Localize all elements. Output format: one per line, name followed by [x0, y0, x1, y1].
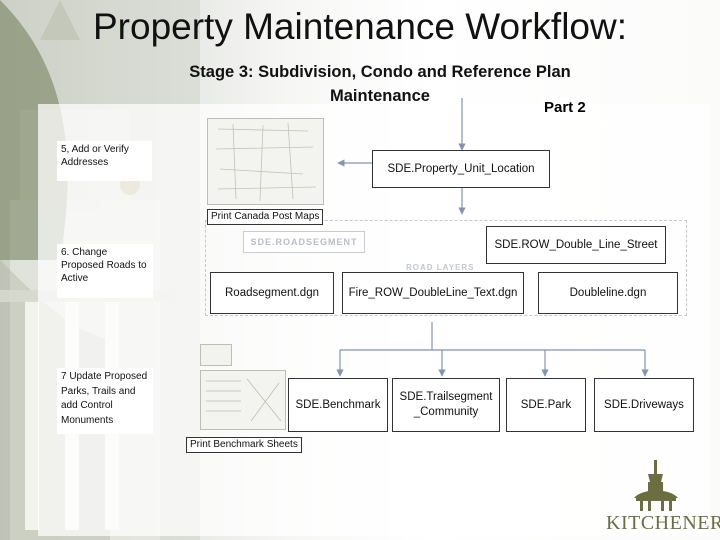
roadsegment-dgn-node: Roadsegment.dgn — [210, 272, 334, 314]
benchmark-small-thumbnail — [200, 344, 232, 366]
sde-benchmark-node: SDE.Benchmark — [288, 378, 388, 432]
sde-roadsegment-label: SDE.ROADSEGMENT — [243, 231, 365, 253]
step-6-label: 6. Change Proposed Roads to Active — [57, 244, 153, 298]
kitchener-city-hall-logo-icon — [634, 460, 678, 511]
benchmark-sheets-caption: Print Benchmark Sheets — [186, 437, 302, 453]
sde-park-node: SDE.Park — [506, 378, 586, 432]
fire-row-doubleline-text-dgn-node: Fire_ROW_DoubleLine_Text.dgn — [342, 272, 524, 314]
road-layers-group — [205, 220, 687, 316]
page-subtitle: Stage 3: Subdivision, Condo and Referenc… — [189, 63, 571, 105]
step-5-label: 5, Add or Verify Addresses — [57, 141, 152, 181]
page-title: Property Maintenance Workflow: — [93, 6, 627, 47]
kitchener-logo-text: KITCHENER — [606, 512, 720, 534]
sde-property-unit-location-node: SDE.Property_Unit_Location — [372, 150, 550, 188]
sde-row-double-line-street-node: SDE.ROW_Double_Line_Street — [486, 226, 666, 264]
sde-trailsegment-community-node: SDE.Trailsegment _Community — [392, 378, 500, 432]
part-label: Part 2 — [540, 98, 590, 117]
doubleline-dgn-node: Doubleline.dgn — [538, 272, 678, 314]
benchmark-sheet-thumbnail — [200, 370, 286, 430]
step-7-label: 7 Update Proposed Parks, Trails and add … — [57, 368, 153, 434]
road-layers-label: ROAD LAYERS — [406, 263, 475, 272]
canada-post-map-thumbnail — [207, 118, 324, 205]
sde-driveways-node: SDE.Driveways — [594, 378, 694, 432]
canada-post-maps-caption: Print Canada Post Maps — [207, 209, 324, 225]
